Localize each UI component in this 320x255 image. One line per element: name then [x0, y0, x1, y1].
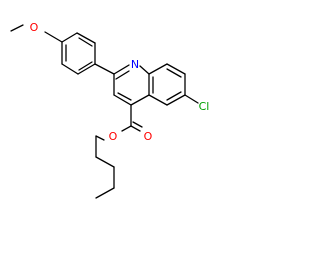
bond-inner: [78, 37, 93, 47]
structure-canvas: O N Cl O O: [10, 21, 210, 199]
bond-chain: [95, 156, 115, 168]
bond-aryl-quinoline: [94, 63, 115, 75]
bond-chain: [95, 187, 115, 199]
bond-o-phenyl: [44, 31, 63, 43]
bond-inner: [166, 68, 182, 78]
bond: [76, 32, 96, 44]
bond-c2-n-double: [115, 70, 130, 80]
bond-o-ch2: [95, 135, 105, 141]
bond-c3-c4: [113, 94, 132, 106]
molecule-diagram: O N Cl O O: [10, 21, 210, 199]
bond: [148, 63, 168, 75]
bond: [166, 63, 186, 75]
bond-c4-c4a: [130, 94, 150, 106]
bond-c-o-ester: [121, 125, 132, 132]
bond-c2-n: [113, 64, 130, 75]
bond-lines: [10, 24, 199, 199]
bond-inner: [78, 61, 93, 71]
bond: [61, 63, 79, 75]
bond-c-o-double-a: [130, 125, 141, 132]
ester-oxygen-label: O: [109, 130, 118, 143]
chlorine-label: Cl: [199, 100, 210, 113]
bond-c3-c4-double: [117, 92, 132, 101]
bond-methyl-o: [10, 24, 24, 32]
bond: [61, 32, 78, 43]
bond-c6-cl: [184, 94, 199, 104]
bond: [148, 94, 168, 106]
bond-inner: [166, 91, 182, 101]
bond: [77, 63, 96, 75]
atom-labels: O N Cl O O: [30, 21, 210, 143]
bond-n-c8a: [139, 65, 150, 75]
bond-c-o-double-b: [132, 121, 143, 128]
carbonyl-oxygen-label: O: [144, 130, 153, 143]
bond: [166, 94, 186, 106]
ring-nitrogen-label: N: [131, 58, 139, 71]
methoxy-oxygen-label: O: [30, 21, 39, 34]
